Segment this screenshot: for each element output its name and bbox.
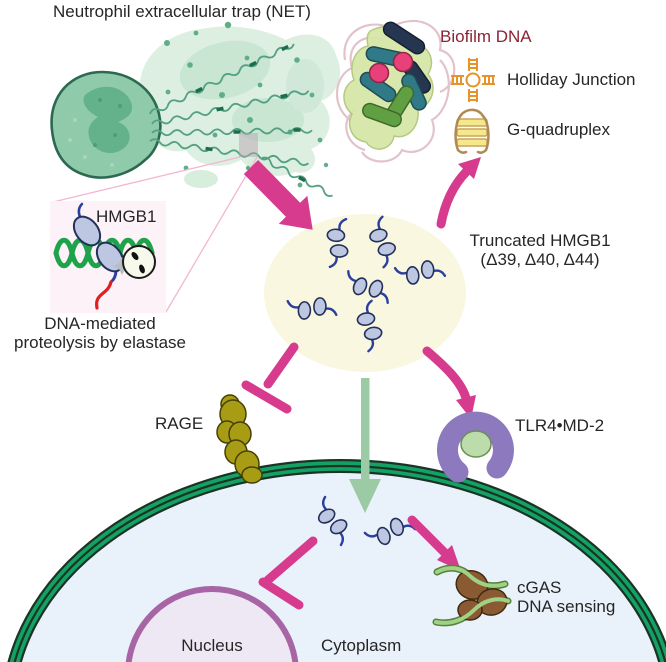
holliday-junction-icon <box>451 58 495 102</box>
nucleus <box>125 586 299 662</box>
tlr4-md2-protein-icon <box>436 411 514 483</box>
cell-membrane <box>7 459 666 662</box>
cytoplasm-label: Cytoplasm <box>321 636 402 655</box>
net-to-pool-arrow <box>243 159 313 230</box>
nucleus-label: Nucleus <box>181 636 243 655</box>
g-quadruplex-label: G-quadruplex <box>507 120 611 139</box>
rage-label: RAGE <box>155 414 204 433</box>
neutrophil-cell-icon <box>50 70 162 179</box>
net-cloud <box>139 21 341 188</box>
magnifier-region <box>239 133 258 157</box>
biofilm-dna-label: Biofilm DNA <box>440 27 532 46</box>
cgas-line2: DNA sensing <box>517 597 616 616</box>
cgas-activation-arrow <box>407 515 461 571</box>
net-strands-icon <box>148 40 335 199</box>
figure-title: Neutrophil extracellular trap (NET) <box>53 2 311 21</box>
hmgb1-label: HMGB1 <box>96 207 157 226</box>
hmgb1-inset <box>50 201 166 313</box>
magnifier-callout <box>52 133 258 313</box>
truncated-hmgb1-line2: (Δ39, Δ40, Δ44) <box>480 250 600 269</box>
rage-inhibition-bar <box>241 342 299 414</box>
nucleus-inhibition-bar <box>258 536 318 610</box>
truncated-hmgb1-label: Truncated HMGB1 (Δ39, Δ40, Δ44) <box>448 231 632 269</box>
elastase-icon <box>122 245 156 279</box>
tlr4-md2-label: TLR4•MD-2 <box>515 416 605 435</box>
rage-protein-icon <box>216 394 263 484</box>
inset-caption: DNA-mediated proteolysis by elastase <box>2 314 198 352</box>
cgas-label: cGAS DNA sensing <box>517 578 615 616</box>
inset-caption-line2: proteolysis by elastase <box>14 333 186 352</box>
cgas-protein-icon <box>432 564 512 627</box>
biofilm-icon <box>335 19 456 163</box>
cell-entry-arrow <box>349 378 381 513</box>
cleavage-spark-icon <box>113 257 131 275</box>
pool-to-biofilm-arrow <box>436 157 481 229</box>
holliday-junction-label: Holliday Junction <box>507 70 636 89</box>
md2-icon <box>460 430 492 458</box>
tlr4-activation-arrow <box>422 346 476 419</box>
cgas-line1: cGAS <box>517 578 562 597</box>
truncated-hmgb1-pool <box>264 214 466 372</box>
inset-caption-line1: DNA-mediated <box>44 314 156 333</box>
g-quadruplex-icon <box>454 108 490 154</box>
truncated-hmgb1-line1: Truncated HMGB1 <box>469 231 611 250</box>
